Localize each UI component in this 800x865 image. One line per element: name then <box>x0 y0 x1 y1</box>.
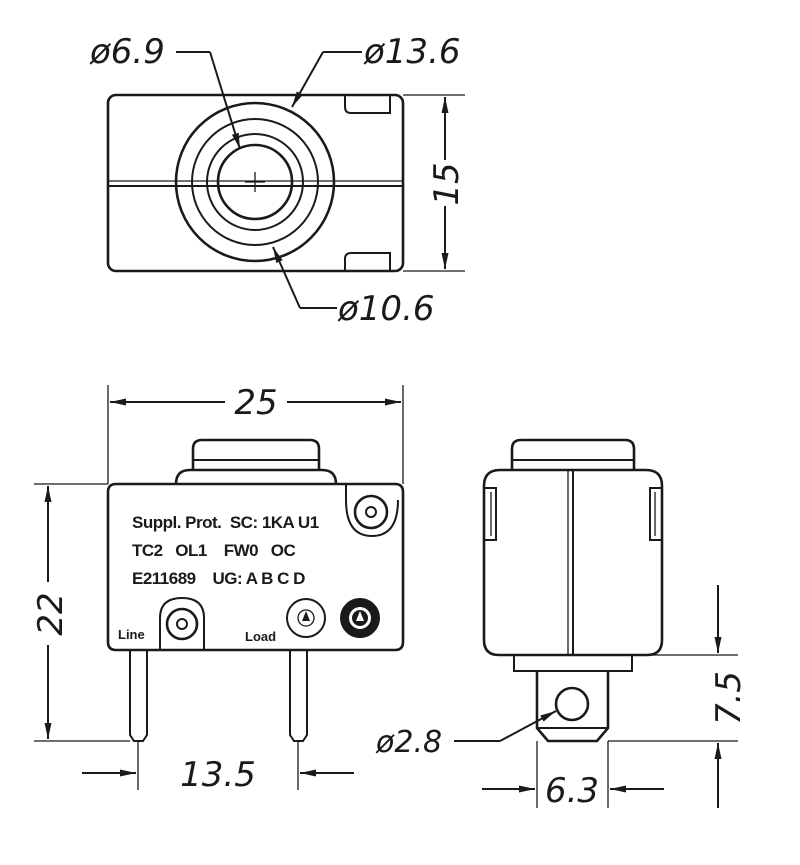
dim-height-front: 22 <box>31 592 71 635</box>
dim-width: 25 <box>234 383 277 423</box>
terminal-hole <box>554 686 590 722</box>
front-button <box>191 438 321 470</box>
terminal-load <box>289 650 308 742</box>
dim-inner-dia: ø10.6 <box>337 289 435 329</box>
inner-ring <box>206 133 304 231</box>
dim-outer-dia: ø13.6 <box>363 32 461 72</box>
front-view: 25 Suppl. Prot. SC: 1KA U1 TC2 OL1 FW0 O… <box>31 383 405 795</box>
label-load: Load <box>245 629 276 644</box>
dim-terminal-spacing: 13.5 <box>180 755 256 795</box>
side-button <box>510 438 636 470</box>
date-dial-dark <box>340 598 380 638</box>
front-body <box>106 482 405 652</box>
side-view: ø2.8 7.5 6.3 <box>375 438 749 811</box>
dim-hole-dia: ø2.8 <box>375 725 442 760</box>
dim-height-top: 15 <box>427 162 467 205</box>
label-line: Line <box>118 627 145 642</box>
top-view: ø6.9 ø13.6 ø10.6 15 <box>89 32 467 329</box>
front-mount-hole-left <box>165 607 199 641</box>
dim-terminal-length: 7.5 <box>709 671 749 725</box>
leader-inner-dia <box>272 246 301 309</box>
button-circle <box>216 143 294 221</box>
date-dial-light <box>286 598 326 638</box>
front-mount-hole-right <box>353 494 389 530</box>
marking-line-1: Suppl. Prot. SC: 1KA U1 <box>132 513 319 532</box>
middle-ring <box>191 118 319 246</box>
top-view-tab-lower <box>344 252 391 271</box>
top-view-tab-upper <box>344 95 391 114</box>
marking-line-3: E211689 UG: A B C D <box>132 569 305 588</box>
dim-terminal-width: 6.3 <box>545 771 599 811</box>
outer-ring <box>174 101 336 263</box>
top-view-body <box>106 93 405 273</box>
dim-button-dia: ø6.9 <box>89 32 165 72</box>
marking-line-2: TC2 OL1 FW0 OC <box>132 541 296 560</box>
leader-outer-dia <box>291 51 324 108</box>
terminal-line <box>129 650 148 742</box>
leader-hole-dia <box>499 710 557 742</box>
side-terminal <box>535 671 610 743</box>
